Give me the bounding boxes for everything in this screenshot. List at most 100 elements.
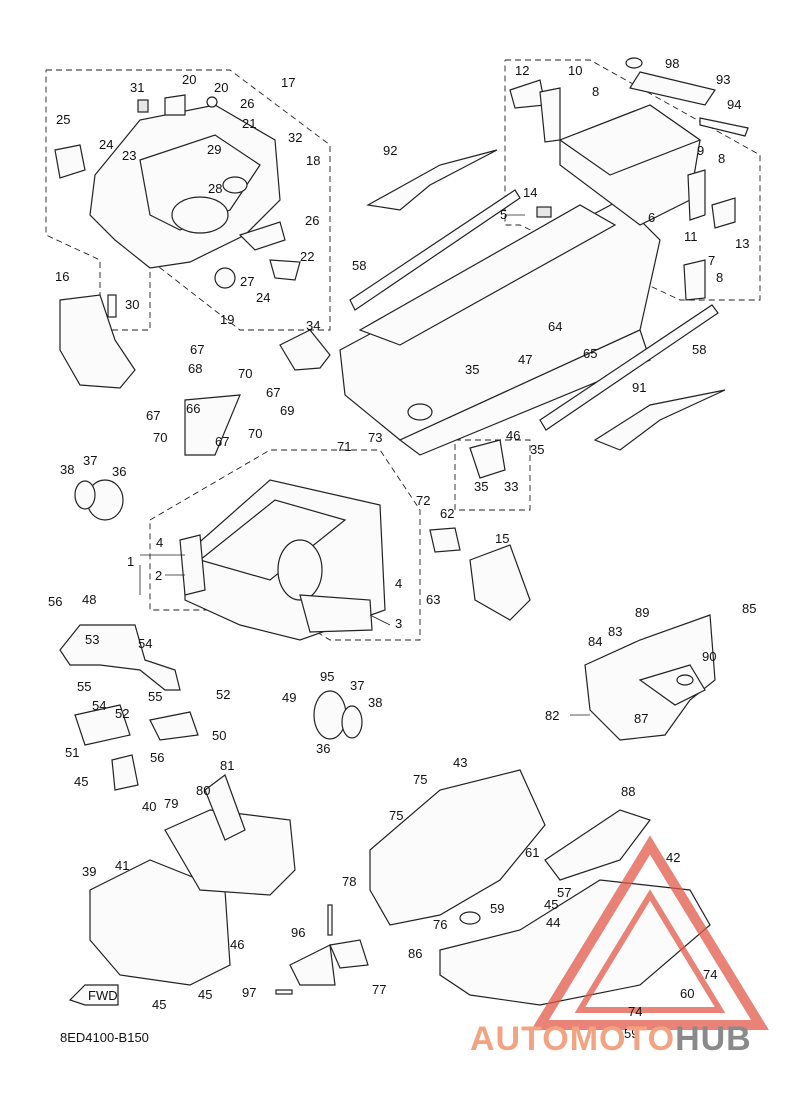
callout: 84 [588, 634, 602, 649]
callout: 14 [523, 185, 537, 200]
callout: 8 [592, 84, 599, 99]
callout: 20 [214, 80, 228, 95]
bolt-97 [275, 989, 293, 995]
callout: 49 [282, 690, 296, 705]
boot-36-lower [313, 690, 347, 740]
callout: 70 [153, 430, 167, 445]
callout: 53 [85, 632, 99, 647]
callout: 6 [648, 210, 655, 225]
callout: 94 [727, 97, 741, 112]
callout: 82 [545, 708, 559, 723]
callout: 80 [196, 783, 210, 798]
callout: 73 [368, 430, 382, 445]
callout: 67 [190, 342, 204, 357]
callout: 97 [242, 985, 256, 1000]
callout: 31 [130, 80, 144, 95]
callout: 54 [92, 698, 106, 713]
callout: 47 [518, 352, 532, 367]
group-box-center [149, 449, 421, 641]
rail-58-upper [349, 189, 521, 311]
spacer-30 [107, 294, 117, 318]
callout: 7 [708, 253, 715, 268]
callout: 26 [240, 96, 254, 111]
callout: 10 [568, 63, 582, 78]
callout: 24 [99, 137, 113, 152]
belly-pan-left [89, 774, 296, 986]
callout: 65 [583, 346, 597, 361]
bumper-48 [59, 624, 181, 691]
callout: 58 [352, 258, 366, 273]
callout: 16 [55, 269, 69, 284]
callout: 21 [242, 116, 256, 131]
callout: 54 [138, 636, 152, 651]
callout: 81 [220, 758, 234, 773]
callout: 29 [207, 142, 221, 157]
callout: 87 [634, 711, 648, 726]
callout-labels: 1 2 3 4 4 5 6 7 8 8 8 9 10 11 12 13 14 1… [48, 56, 756, 1041]
callout: 27 [240, 274, 254, 289]
callout: 37 [83, 453, 97, 468]
callout: 67 [146, 408, 160, 423]
callout: 43 [453, 755, 467, 770]
group-box-upper-right [504, 59, 761, 301]
callout: 13 [735, 236, 749, 251]
callout: 30 [125, 297, 139, 312]
callout: 56 [48, 594, 62, 609]
callout: 92 [383, 143, 397, 158]
callout: 74 [628, 1004, 642, 1019]
ring-37-upper [74, 480, 96, 510]
callout: 22 [300, 249, 314, 264]
callout: 26 [305, 213, 319, 228]
callout: 64 [548, 319, 562, 334]
callout: 33 [504, 479, 518, 494]
callout: 77 [372, 982, 386, 997]
callout: 38 [368, 695, 382, 710]
callout: 83 [608, 624, 622, 639]
grommet-90 [676, 674, 694, 686]
callout: 69 [280, 403, 294, 418]
callout: 28 [208, 181, 222, 196]
callout: 40 [142, 799, 156, 814]
callout: 91 [632, 380, 646, 395]
bracket-96 [289, 944, 336, 986]
callout: 61 [525, 845, 539, 860]
callout: 35 [530, 442, 544, 457]
callout: 41 [115, 858, 129, 873]
callout: 57 [557, 885, 571, 900]
callout: 70 [248, 426, 262, 441]
bracket-50 [149, 711, 199, 741]
callout: 76 [433, 917, 447, 932]
ring-37-lower [341, 705, 363, 739]
callout: 35 [474, 479, 488, 494]
callout: 32 [288, 130, 302, 145]
callout: 58 [692, 342, 706, 357]
fwd-label: FWD [88, 988, 118, 1003]
callout: 78 [342, 874, 356, 889]
callout: 45 [74, 774, 88, 789]
bolt-78 [327, 904, 333, 936]
callout: 8 [718, 151, 725, 166]
callout: 18 [306, 153, 320, 168]
watermark-text: AUTOMOTOHUB [470, 1020, 752, 1059]
callout: 12 [515, 63, 529, 78]
plate-62 [429, 527, 461, 553]
bracket-77 [329, 939, 369, 969]
callout: 85 [742, 601, 756, 616]
callout: 15 [495, 531, 509, 546]
callout: 59 [490, 901, 504, 916]
callout: 90 [702, 649, 716, 664]
callout: 4 [156, 535, 163, 550]
callout: 62 [440, 506, 454, 521]
callout: 24 [256, 290, 270, 305]
fwd-arrow-icon: FWD [68, 984, 119, 1006]
callout: 93 [716, 72, 730, 87]
callout: 42 [666, 850, 680, 865]
callout: 36 [316, 741, 330, 756]
callout: 55 [77, 679, 91, 694]
callout: 46 [506, 428, 520, 443]
callout: 88 [621, 784, 635, 799]
leader-lines [139, 214, 590, 716]
cover-34 [279, 329, 331, 371]
callout: 38 [60, 462, 74, 477]
bracket-15 [469, 544, 531, 621]
